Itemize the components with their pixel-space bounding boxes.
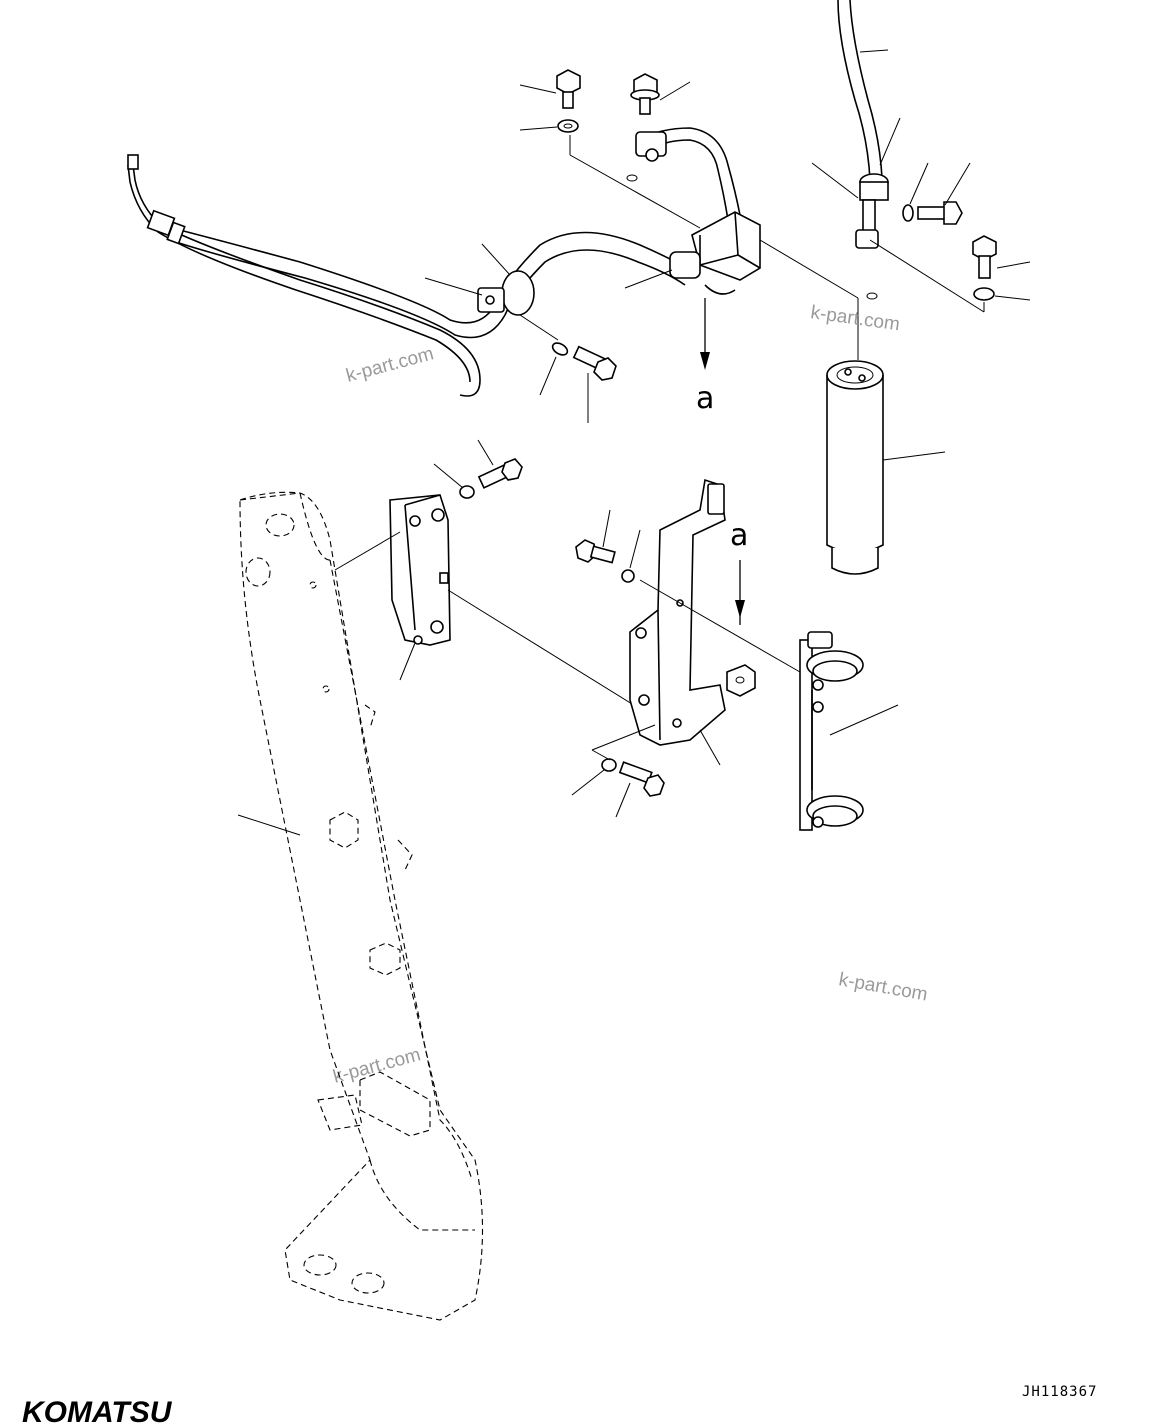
bolt-icon (917, 206, 947, 220)
washer-icon (621, 569, 635, 583)
bolt-group-center (571, 509, 801, 818)
bolt-group-mid-left (539, 342, 617, 423)
komatsu-logo: KOMATSU (22, 1396, 173, 1427)
view-arrow-right: a (730, 518, 748, 625)
bolt-head-icon (593, 357, 617, 381)
hose-fitting-icon (127, 154, 139, 170)
view-label-a-top: a (696, 381, 714, 416)
watermark-1: k-part.com (809, 302, 901, 335)
view-arrow-top: a (696, 298, 714, 416)
washer-icon (557, 119, 579, 133)
bracket-icon (629, 478, 726, 746)
bolt-icon (972, 235, 997, 261)
washer-icon (973, 287, 995, 301)
washer-icon (459, 485, 475, 499)
bolt-icon (556, 69, 581, 95)
watermark-4: k-part.com (331, 1044, 423, 1088)
washer-icon (601, 758, 617, 772)
receiver-drier-icon (826, 360, 884, 390)
pipe-upper (626, 127, 741, 221)
watermark-2: k-part.com (344, 343, 436, 387)
bracket-icon (389, 494, 451, 646)
hose-clamp-left (477, 270, 535, 316)
fitting-block (669, 211, 761, 295)
main-frame (237, 491, 484, 1321)
hose-assembly (127, 154, 691, 397)
bolt-group-top (519, 69, 691, 133)
watermark-3: k-part.com (837, 969, 929, 1005)
bolt-group-plate (433, 439, 523, 499)
hose-right (811, 0, 971, 249)
drawing-code: JH118367 (1022, 1384, 1097, 1400)
brand-logo: KOMATSU (22, 1396, 173, 1427)
hose-clamp-icon (669, 251, 701, 279)
view-label-a-right: a (730, 518, 748, 553)
washer-icon (902, 204, 914, 222)
bolt-group-right (866, 235, 1031, 313)
receiver-drier (826, 360, 946, 575)
center-bracket (629, 478, 756, 766)
clamp-bracket (799, 631, 899, 831)
mounting-plate (334, 494, 646, 713)
washer-icon (551, 342, 569, 356)
